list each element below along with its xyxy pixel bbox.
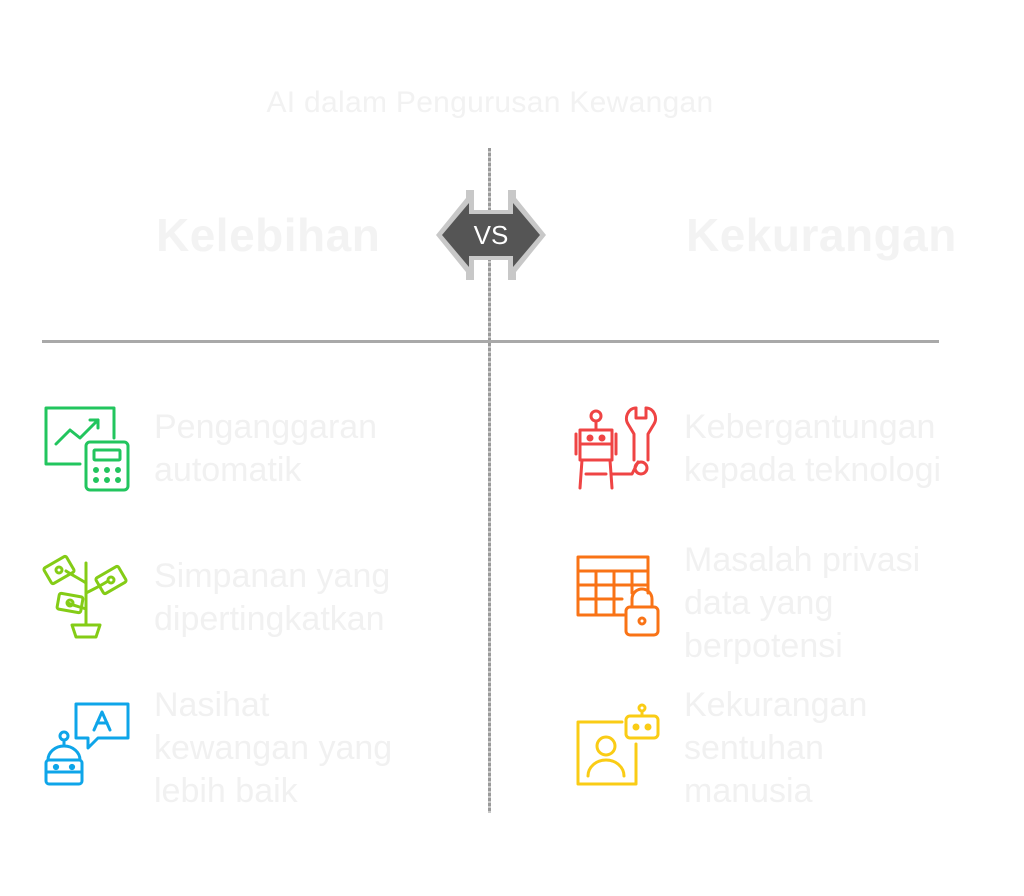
money-plant-icon	[42, 554, 128, 639]
disadvantage-label: Kekurangan sentuhan manusia	[684, 686, 868, 810]
advantage-item-savings: Simpanan yang dipertingkatkan	[42, 553, 390, 643]
heading-disadvantages: Kekurangan	[686, 209, 957, 261]
table-lock-icon	[576, 555, 660, 637]
advantage-label: Simpanan yang dipertingkatkan	[154, 557, 391, 638]
chart-calculator-icon	[44, 406, 130, 492]
horizontal-divider	[42, 340, 939, 343]
vs-label: VS	[473, 220, 509, 250]
heading-advantages: Kelebihan	[156, 209, 381, 261]
disadvantage-label: Masalah privasi data yang berpotensi	[684, 541, 921, 665]
person-robot-icon	[576, 703, 660, 786]
advantage-label: Nasihat kewangan yang lebih baik	[154, 686, 393, 810]
page-title: AI dalam Pengurusan Kewangan	[266, 86, 714, 119]
advantage-item-advice: Nasihat kewangan yang lebih baik	[42, 686, 392, 813]
vs-badge	[436, 190, 546, 280]
advantage-label: Penganggaran automatik	[154, 408, 378, 489]
disadvantage-item-privacy: Masalah privasi data yang berpotensi	[572, 541, 920, 668]
robot-wrench-icon	[574, 406, 658, 490]
disadvantage-item-human-touch: Kekurangan sentuhan manusia	[572, 686, 867, 813]
robot-chat-icon	[44, 702, 130, 786]
disadvantage-item-dependency: Kebergantungan kepada teknologi	[572, 404, 941, 494]
disadvantage-label: Kebergantungan kepada teknologi	[684, 408, 942, 489]
vertical-divider	[488, 148, 491, 813]
advantage-item-budgeting: Penganggaran automatik	[42, 404, 377, 494]
